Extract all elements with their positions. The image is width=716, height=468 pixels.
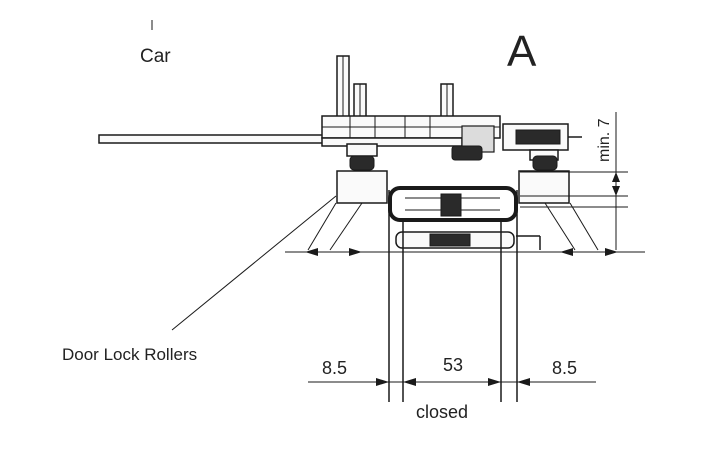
car-label: Car [140,46,171,67]
closed-label: closed [416,402,468,422]
lock-mechanism [502,123,582,161]
view-label: A [507,27,537,76]
left-door-lock-roller [336,143,388,204]
rollers-leader [171,195,337,331]
min-clearance-label: min. 7 [596,118,613,162]
upper-plate [321,115,501,161]
min-clearance-dimension [520,112,628,250]
roller-guide-lines [307,202,599,251]
lower-dimension-line [308,378,596,386]
rollers-label: Door Lock Rollers [62,345,197,364]
dimension-right-gap: 8.5 [552,358,577,378]
mounting-pins [336,55,454,119]
landing-door-coupler [388,186,541,250]
upper-dimension-line [285,248,645,256]
dimension-left-gap: 8.5 [322,358,347,378]
right-door-lock-roller [518,155,570,204]
dimension-center: 53 [443,355,463,375]
